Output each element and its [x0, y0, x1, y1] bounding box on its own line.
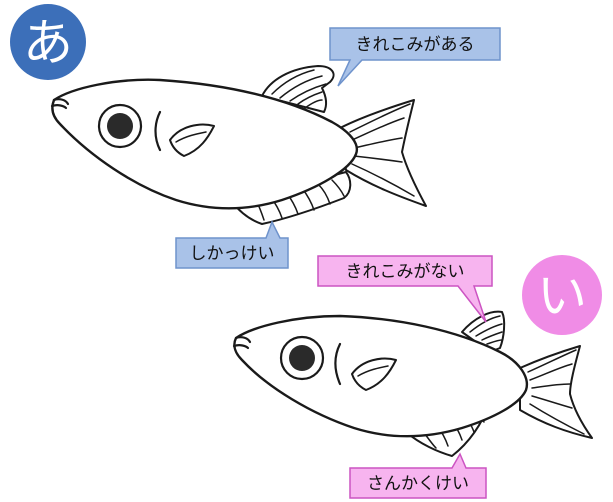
fish-i-pupil	[289, 345, 315, 371]
fish-a-pupil	[107, 113, 133, 139]
fish-i-pectoral-ray	[357, 365, 389, 377]
callout-a-anal: しかっけい	[175, 220, 289, 269]
fish-a-dorsal-rays	[271, 69, 327, 109]
fish-a-gill	[154, 110, 162, 152]
fish-i-mouth	[232, 336, 252, 350]
fish-a-mouth	[50, 98, 70, 110]
callout-a-dorsal: きれこみがある	[329, 27, 501, 87]
fish-a-tail-rays	[349, 103, 415, 197]
fish-a	[50, 65, 427, 225]
badge-i-label: い	[537, 267, 587, 325]
callout-a-dorsal-text: きれこみがある	[356, 35, 475, 55]
callout-i-dorsal-text: きれこみがない	[346, 262, 465, 282]
badge-a-label: あ	[23, 14, 73, 72]
fish-i	[232, 310, 593, 457]
fish-i-gill	[334, 342, 342, 386]
callout-i-anal: さんかくけい	[349, 452, 487, 499]
fish-a-pectoral-ray	[175, 131, 207, 143]
badge-a: あ	[10, 4, 86, 80]
callout-a-anal-text: しかっけい	[190, 244, 275, 264]
fish-i-tail-rays	[527, 349, 585, 435]
callout-i-anal-text: さんかくけい	[367, 474, 469, 494]
badge-i: い	[522, 255, 602, 335]
fish-i-tail-fin	[519, 345, 593, 439]
callout-i-dorsal: きれこみがない	[317, 255, 493, 323]
